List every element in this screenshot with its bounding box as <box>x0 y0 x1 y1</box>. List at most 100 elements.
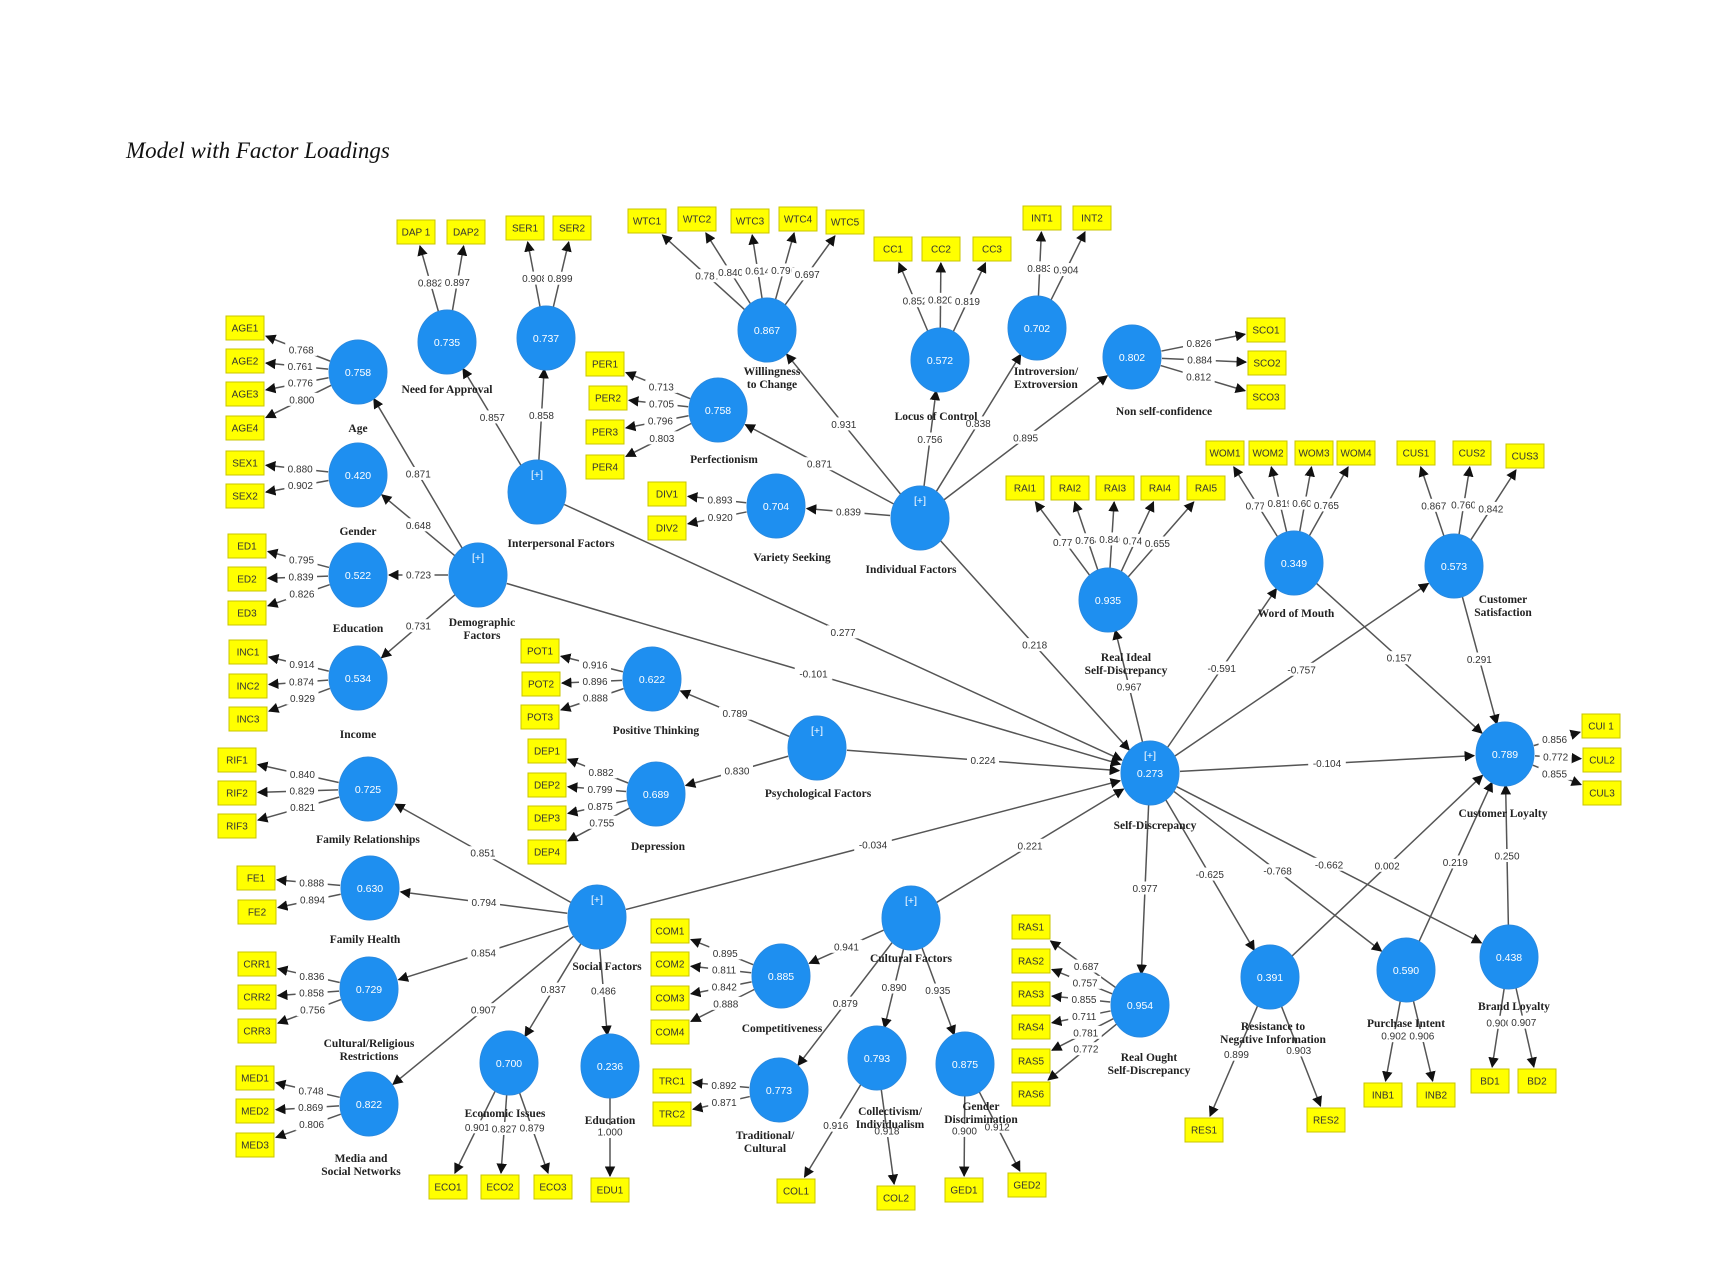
latent-circle[interactable] <box>1475 721 1535 787</box>
indicator-dap2[interactable]: DAP2 <box>446 219 486 245</box>
indicator-box[interactable] <box>1095 475 1135 501</box>
indicator-com3[interactable]: COM3 <box>650 985 690 1011</box>
indicator-box[interactable] <box>228 706 268 732</box>
indicator-trc1[interactable]: TRC1 <box>652 1068 692 1094</box>
indicator-box[interactable] <box>585 351 625 377</box>
indicator-rai3[interactable]: RAI3 <box>1095 475 1135 501</box>
latent-circle[interactable] <box>567 884 627 950</box>
indicator-box[interactable] <box>1581 713 1621 739</box>
indicator-sex2[interactable]: SEX2 <box>225 483 265 509</box>
indicator-box[interactable] <box>520 704 560 730</box>
latent-circle[interactable] <box>1376 937 1436 1003</box>
latent-circle[interactable] <box>507 459 567 525</box>
indicator-box[interactable] <box>944 1177 984 1203</box>
indicator-bd2[interactable]: BD2 <box>1517 1068 1557 1094</box>
indicator-box[interactable] <box>237 899 277 925</box>
indicator-box[interactable] <box>1050 475 1090 501</box>
indicator-box[interactable] <box>227 533 267 559</box>
indicator-box[interactable] <box>972 236 1012 262</box>
latent-circle[interactable] <box>1078 567 1138 633</box>
indicator-box[interactable] <box>1246 317 1286 343</box>
indicator-box[interactable] <box>1011 981 1051 1007</box>
indicator-inb2[interactable]: INB2 <box>1416 1082 1456 1108</box>
latent-circle[interactable] <box>1264 530 1324 596</box>
indicator-rif2[interactable]: RIF2 <box>217 780 257 806</box>
indicator-med1[interactable]: MED1 <box>235 1065 275 1091</box>
indicator-sco2[interactable]: SCO2 <box>1247 350 1287 376</box>
indicator-box[interactable] <box>225 483 265 509</box>
indicator-ged2[interactable]: GED2 <box>1007 1172 1047 1198</box>
indicator-wtc5[interactable]: WTC5 <box>825 209 865 235</box>
latent-circle[interactable] <box>935 1031 995 1097</box>
indicator-wom1[interactable]: WOM1 <box>1205 440 1245 466</box>
indicator-box[interactable] <box>1470 1068 1510 1094</box>
indicator-box[interactable] <box>590 1177 630 1203</box>
latent-circle[interactable] <box>448 542 508 608</box>
indicator-div1[interactable]: DIV1 <box>647 481 687 507</box>
indicator-com1[interactable]: COM1 <box>650 918 690 944</box>
indicator-box[interactable] <box>225 450 265 476</box>
indicator-box[interactable] <box>876 1185 916 1211</box>
indicator-wom3[interactable]: WOM3 <box>1294 440 1334 466</box>
latent-circle[interactable] <box>1102 324 1162 390</box>
indicator-box[interactable] <box>396 219 436 245</box>
indicator-ras6[interactable]: RAS6 <box>1011 1081 1051 1107</box>
indicator-com4[interactable]: COM4 <box>650 1019 690 1045</box>
indicator-cui1[interactable]: CUI 1 <box>1581 713 1621 739</box>
indicator-box[interactable] <box>1011 1081 1051 1107</box>
latent-circle[interactable] <box>328 442 388 508</box>
latent-circle[interactable] <box>1479 924 1539 990</box>
indicator-box[interactable] <box>1184 1117 1224 1143</box>
latent-circle[interactable] <box>746 473 806 539</box>
latent-circle[interactable] <box>328 645 388 711</box>
indicator-box[interactable] <box>521 671 561 697</box>
indicator-crr1[interactable]: CRR1 <box>237 951 277 977</box>
latent-circle[interactable] <box>1120 740 1180 806</box>
indicator-dap1[interactable]: DAP 1 <box>396 219 436 245</box>
indicator-per4[interactable]: PER4 <box>585 454 625 480</box>
latent-circle[interactable] <box>1424 533 1484 599</box>
indicator-box[interactable] <box>237 951 277 977</box>
indicator-res1[interactable]: RES1 <box>1184 1117 1224 1143</box>
indicator-box[interactable] <box>527 738 567 764</box>
indicator-rai1[interactable]: RAI1 <box>1005 475 1045 501</box>
indicator-per1[interactable]: PER1 <box>585 351 625 377</box>
indicator-box[interactable] <box>1186 475 1226 501</box>
indicator-box[interactable] <box>730 208 770 234</box>
indicator-box[interactable] <box>652 1068 692 1094</box>
indicator-rif3[interactable]: RIF3 <box>217 813 257 839</box>
latent-circle[interactable] <box>737 297 797 363</box>
indicator-cc1[interactable]: CC1 <box>873 236 913 262</box>
indicator-sco1[interactable]: SCO1 <box>1246 317 1286 343</box>
indicator-box[interactable] <box>1452 440 1492 466</box>
latent-circle[interactable] <box>339 1071 399 1137</box>
indicator-box[interactable] <box>235 1098 275 1124</box>
indicator-inc3[interactable]: INC3 <box>228 706 268 732</box>
indicator-rai2[interactable]: RAI2 <box>1050 475 1090 501</box>
indicator-box[interactable] <box>235 1132 275 1158</box>
indicator-ed2[interactable]: ED2 <box>227 566 267 592</box>
latent-cultural[interactable]: [+]Cultural Factors <box>870 885 953 965</box>
indicator-fe2[interactable]: FE2 <box>237 899 277 925</box>
latent-circle[interactable] <box>1007 295 1067 361</box>
indicator-ras2[interactable]: RAS2 <box>1011 948 1051 974</box>
indicator-cc2[interactable]: CC2 <box>921 236 961 262</box>
indicator-box[interactable] <box>533 1174 573 1200</box>
indicator-box[interactable] <box>217 780 257 806</box>
indicator-box[interactable] <box>1072 205 1112 231</box>
indicator-box[interactable] <box>1205 440 1245 466</box>
indicator-box[interactable] <box>227 566 267 592</box>
